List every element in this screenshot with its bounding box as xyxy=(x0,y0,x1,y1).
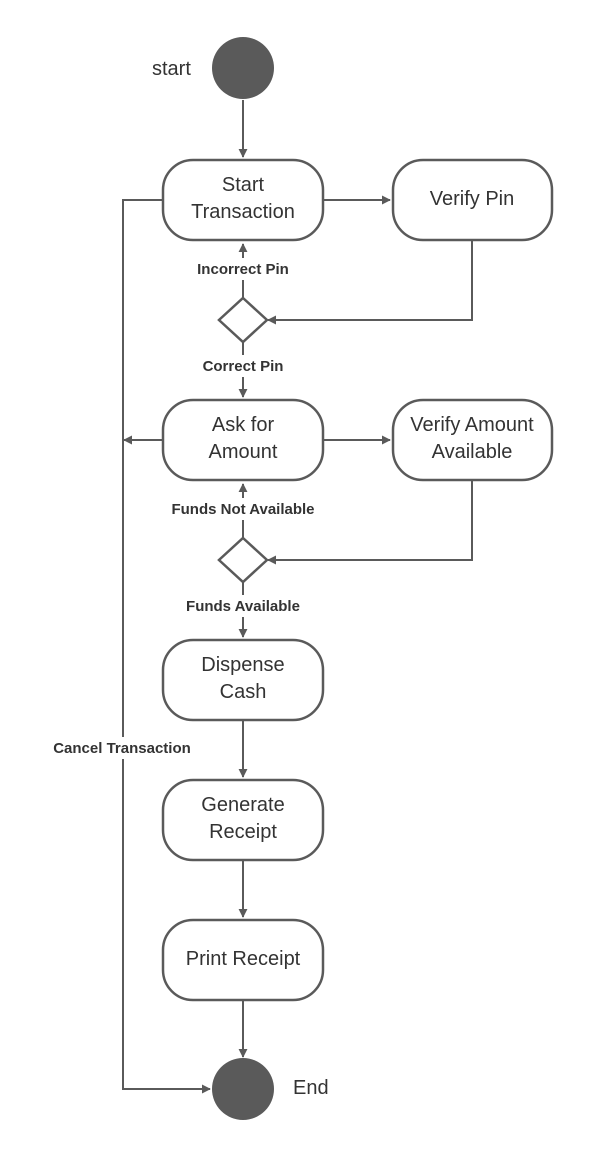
edge-labels: Incorrect Pin Correct Pin Funds Not Avai… xyxy=(38,258,330,759)
node-print-receipt-line-1: Print Receipt xyxy=(186,948,301,970)
node-generate-receipt-line-2: Receipt xyxy=(209,821,277,843)
edges xyxy=(122,100,473,1094)
decisions xyxy=(217,296,269,584)
label-cancel-transaction: Cancel Transaction xyxy=(53,740,191,757)
node-ask-for-amount: Ask for Amount xyxy=(161,398,325,482)
start-terminal xyxy=(212,37,274,99)
node-verify-amount-available-line-1: Verify Amount xyxy=(410,414,534,436)
node-ask-for-amount-line-2: Amount xyxy=(209,441,278,463)
edge-verify-amount-to-decision xyxy=(267,481,473,565)
end-terminal-label: End xyxy=(293,1077,329,1099)
label-incorrect-pin: Incorrect Pin xyxy=(197,261,289,278)
nodes: Start Transaction Verify Pin Ask for Amo… xyxy=(161,158,554,1002)
node-verify-amount-available: Verify Amount Available xyxy=(391,398,554,482)
start-terminal-label: start xyxy=(152,58,191,80)
node-verify-pin: Verify Pin xyxy=(391,158,554,242)
node-start-transaction: Start Transaction xyxy=(161,158,325,242)
node-print-receipt: Print Receipt xyxy=(161,918,325,1002)
node-dispense-cash: Dispense Cash xyxy=(161,638,325,722)
node-generate-receipt: Generate Receipt xyxy=(161,778,325,862)
edge-verify-pin-to-decision xyxy=(267,241,473,325)
end-terminal xyxy=(212,1058,274,1120)
label-funds-not-available: Funds Not Available xyxy=(171,501,314,518)
node-start-transaction-line-2: Transaction xyxy=(191,201,295,223)
funds-decision-diamond xyxy=(217,536,269,584)
node-verify-pin-line-1: Verify Pin xyxy=(430,188,514,210)
node-dispense-cash-line-1: Dispense xyxy=(201,654,284,676)
label-correct-pin: Correct Pin xyxy=(203,358,284,375)
pin-decision-diamond xyxy=(217,296,269,344)
terminals: start End xyxy=(152,37,329,1120)
node-generate-receipt-line-1: Generate xyxy=(201,794,284,816)
node-ask-for-amount-line-1: Ask for xyxy=(212,414,275,436)
edge-cancel-transaction xyxy=(122,199,211,1094)
node-dispense-cash-line-2: Cash xyxy=(220,681,267,703)
node-verify-amount-available-line-2: Available xyxy=(432,441,513,463)
node-start-transaction-line-1: Start xyxy=(222,174,265,196)
label-funds-available: Funds Available xyxy=(186,598,300,615)
